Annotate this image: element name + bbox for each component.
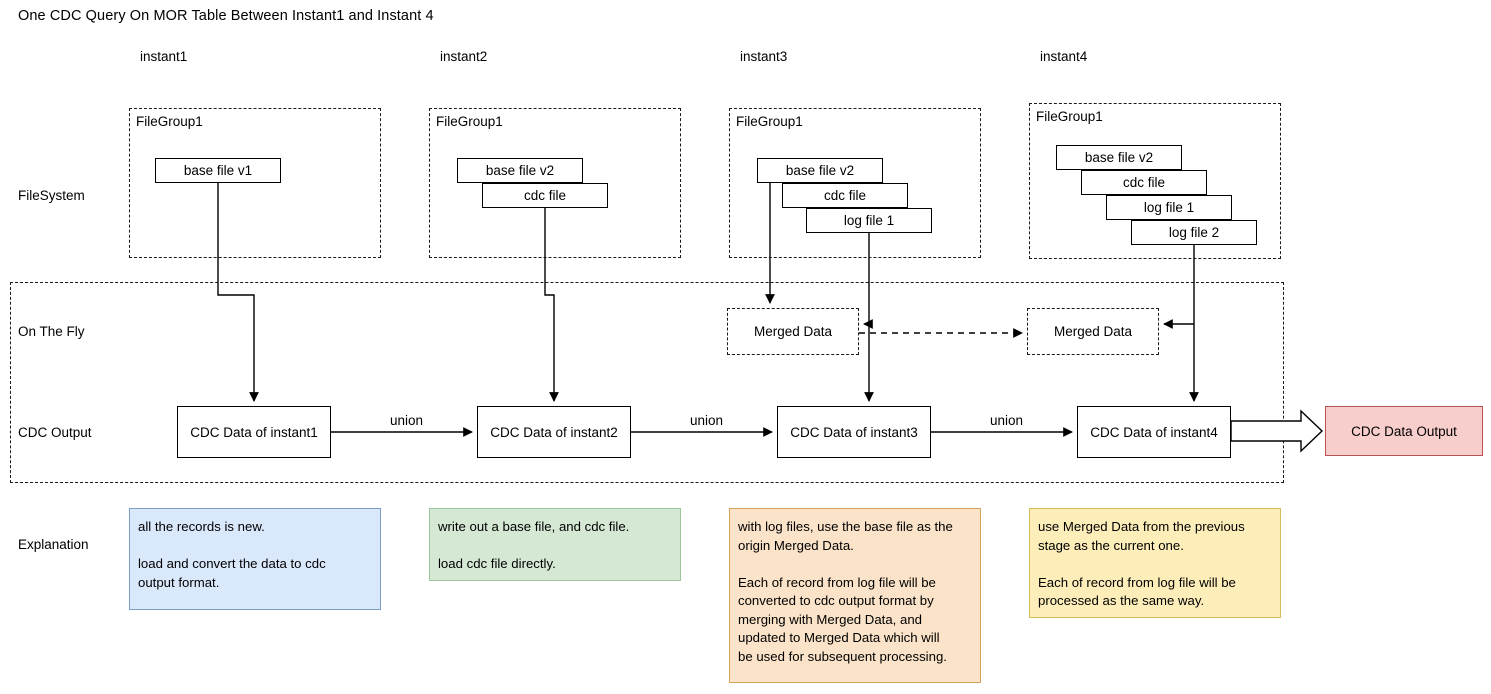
edge-label-union-3: union	[986, 413, 1028, 428]
explanation-card-instant1: all the records is new. load and convert…	[129, 508, 381, 610]
cdc-data-box-instant4[interactable]: CDC Data of instant4	[1077, 406, 1231, 458]
cdc-data-output-box[interactable]: CDC Data Output	[1325, 406, 1483, 456]
filegroup-label: FileGroup1	[735, 114, 804, 129]
explanation-card-instant3: with log files, use the base file as the…	[729, 508, 981, 683]
explanation-card-instant2: write out a base file, and cdc file. loa…	[429, 508, 681, 581]
file-box-base-file-v1[interactable]: base file v1	[155, 158, 281, 183]
filegroup-label: FileGroup1	[135, 114, 204, 129]
file-box-cdc-file[interactable]: cdc file	[782, 183, 908, 208]
edge-label-union-2: union	[686, 413, 728, 428]
cdc-data-box-instant1[interactable]: CDC Data of instant1	[177, 406, 331, 458]
merged-data-box-instant4[interactable]: Merged Data	[1027, 308, 1159, 355]
file-box-cdc-file[interactable]: cdc file	[482, 183, 608, 208]
column-header-instant1: instant1	[140, 49, 188, 64]
row-label-explanation: Explanation	[18, 537, 89, 552]
file-box-cdc-file[interactable]: cdc file	[1081, 170, 1207, 195]
filegroup-box-instant4: FileGroup1	[1029, 103, 1281, 259]
file-box-log-file-2[interactable]: log file 2	[1131, 220, 1257, 245]
column-header-instant2: instant2	[440, 49, 488, 64]
cdc-data-box-instant3[interactable]: CDC Data of instant3	[777, 406, 931, 458]
row-label-cdc-output: CDC Output	[18, 425, 92, 440]
edge-label-union-1: union	[386, 413, 428, 428]
cdc-data-box-instant2[interactable]: CDC Data of instant2	[477, 406, 631, 458]
explanation-card-instant4: use Merged Data from the previous stage …	[1029, 508, 1281, 618]
row-label-filesystem: FileSystem	[18, 188, 85, 203]
runtime-band	[10, 282, 1284, 483]
column-header-instant4: instant4	[1040, 49, 1088, 64]
filegroup-box-instant1: FileGroup1	[129, 108, 381, 258]
row-label-on-the-fly: On The Fly	[18, 324, 85, 339]
diagram-title: One CDC Query On MOR Table Between Insta…	[18, 8, 434, 24]
file-box-log-file-1[interactable]: log file 1	[806, 208, 932, 233]
filegroup-box-instant3: FileGroup1	[729, 108, 981, 258]
file-box-base-file-v2[interactable]: base file v2	[757, 158, 883, 183]
filegroup-label: FileGroup1	[435, 114, 504, 129]
file-box-log-file-1[interactable]: log file 1	[1106, 195, 1232, 220]
filegroup-box-instant2: FileGroup1	[429, 108, 681, 258]
file-box-base-file-v2[interactable]: base file v2	[457, 158, 583, 183]
merged-data-box-instant3[interactable]: Merged Data	[727, 308, 859, 355]
column-header-instant3: instant3	[740, 49, 788, 64]
filegroup-label: FileGroup1	[1035, 109, 1104, 124]
file-box-base-file-v2[interactable]: base file v2	[1056, 145, 1182, 170]
